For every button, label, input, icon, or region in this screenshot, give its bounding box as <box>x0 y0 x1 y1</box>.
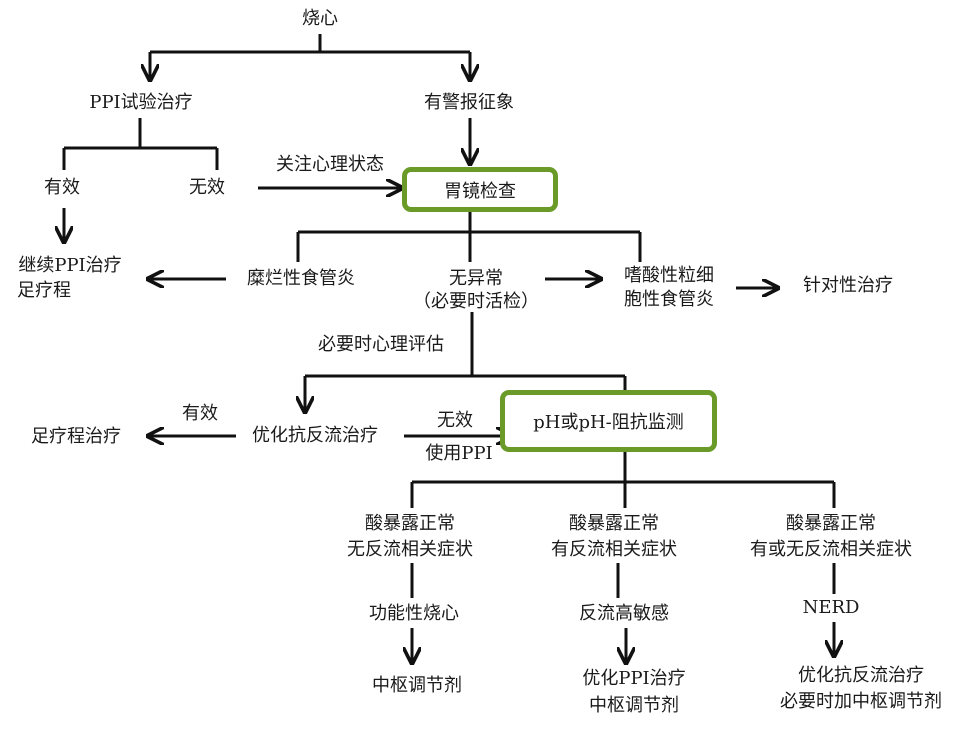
node-erosive-esophagitis: 糜烂性食管炎 <box>247 268 355 289</box>
node-alarm-signs: 有警报征象 <box>424 92 514 113</box>
node-central-neuromodulator: 中枢调节剂 <box>372 675 462 696</box>
node-normal-line1: 无异常 <box>449 268 503 289</box>
edge-effective-2: 有效 <box>182 403 218 424</box>
node-eos-line2: 胞性食管炎 <box>624 289 714 310</box>
node-case2-line1: 酸暴露正常 <box>569 513 659 534</box>
edge-ineffective-2: 无效 <box>437 410 473 431</box>
edge-focus-psych: 关注心理状态 <box>276 154 384 175</box>
ph-monitor-label: pH或pH-阻抗监测 <box>533 412 684 433</box>
node-nerd: NERD <box>802 597 860 618</box>
node-opt-final-line1: 优化抗反流治疗 <box>798 665 924 686</box>
ph-monitor-box: pH或pH-阻抗监测 <box>500 390 717 452</box>
node-optimize-ppi-line2: 中枢调节剂 <box>589 695 679 716</box>
node-full-course: 足疗程治疗 <box>31 426 121 447</box>
node-continue-ppi-line1: 继续PPI治疗 <box>18 255 122 276</box>
node-optimize-anti-reflux: 优化抗反流治疗 <box>252 425 378 446</box>
node-case2-line2: 有反流相关症状 <box>551 539 677 560</box>
node-case3-line1: 酸暴露正常 <box>786 513 876 534</box>
node-normal-line2: （必要时活检） <box>413 291 539 312</box>
node-case3-line2: 有或无反流相关症状 <box>750 539 912 560</box>
node-case1-line1: 酸暴露正常 <box>365 513 455 534</box>
node-optimize-ppi-line1: 优化PPI治疗 <box>582 668 686 689</box>
node-targeted-treatment: 针对性治疗 <box>803 275 893 296</box>
edge-psych-eval: 必要时心理评估 <box>318 334 444 355</box>
node-ineffective: 无效 <box>189 177 225 198</box>
endoscopy-label: 胃镜检查 <box>444 180 516 202</box>
node-functional-heartburn: 功能性烧心 <box>369 603 459 624</box>
node-opt-final-line2: 必要时加中枢调节剂 <box>780 691 942 712</box>
edge-using-ppi: 使用PPI <box>425 443 493 464</box>
node-ppi-trial: PPI试验治疗 <box>89 92 193 113</box>
endoscopy-box: 胃镜检查 <box>402 167 558 212</box>
node-continue-ppi-line2: 足疗程 <box>17 280 71 301</box>
node-eos-line1: 嗜酸性粒细 <box>624 265 714 286</box>
node-effective: 有效 <box>44 177 80 198</box>
node-case1-line2: 无反流相关症状 <box>347 539 473 560</box>
node-reflux-hypersensitivity: 反流高敏感 <box>579 603 669 624</box>
node-heartburn: 烧心 <box>302 8 338 29</box>
